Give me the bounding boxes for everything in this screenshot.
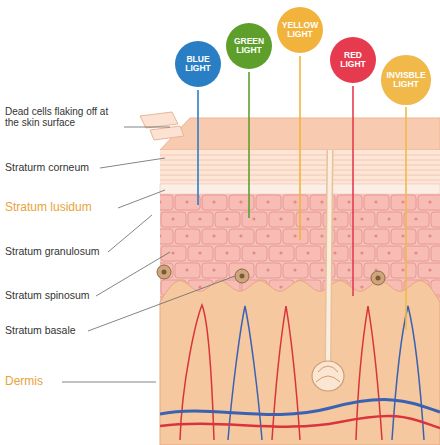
hair-shaft: [328, 150, 330, 362]
basal-cells: [157, 265, 385, 285]
layer-label: Stratum lusidum: [5, 201, 92, 214]
layer-label: Dead cells flaking off at the skin surfa…: [5, 106, 121, 128]
light-name: INVISBLE LIGHT: [386, 71, 425, 90]
layer-label: Stratum basale: [5, 325, 76, 337]
blood-vessels: [160, 305, 440, 440]
light-name: RED LIGHT: [340, 51, 366, 70]
light-name: BLUE LIGHT: [185, 55, 211, 74]
layer-label: Stratum spinosum: [5, 290, 90, 302]
light-name: YELLOW LIGHT: [282, 21, 318, 40]
hair-bulb: [316, 366, 340, 382]
hair-follicle: [312, 361, 344, 391]
layer-label: Straturm corneum: [5, 162, 89, 174]
light-rays: [198, 56, 406, 330]
flaking-cell: [140, 112, 178, 128]
light-bubble: YELLOW LIGHT: [277, 7, 323, 53]
layer-label: Dermis: [5, 375, 43, 388]
light-bubble: INVISBLE LIGHT: [381, 55, 430, 104]
light-bubble: RED LIGHT: [330, 37, 376, 83]
hair-shaft: [328, 150, 330, 362]
light-bubble: GREEN LIGHT: [226, 23, 272, 69]
flaking-cell: [150, 126, 184, 140]
light-name: GREEN LIGHT: [234, 37, 264, 56]
light-bubble: BLUE LIGHT: [175, 41, 221, 87]
dermis-region: [160, 281, 440, 445]
layer-label: Stratum granulosum: [5, 246, 100, 258]
